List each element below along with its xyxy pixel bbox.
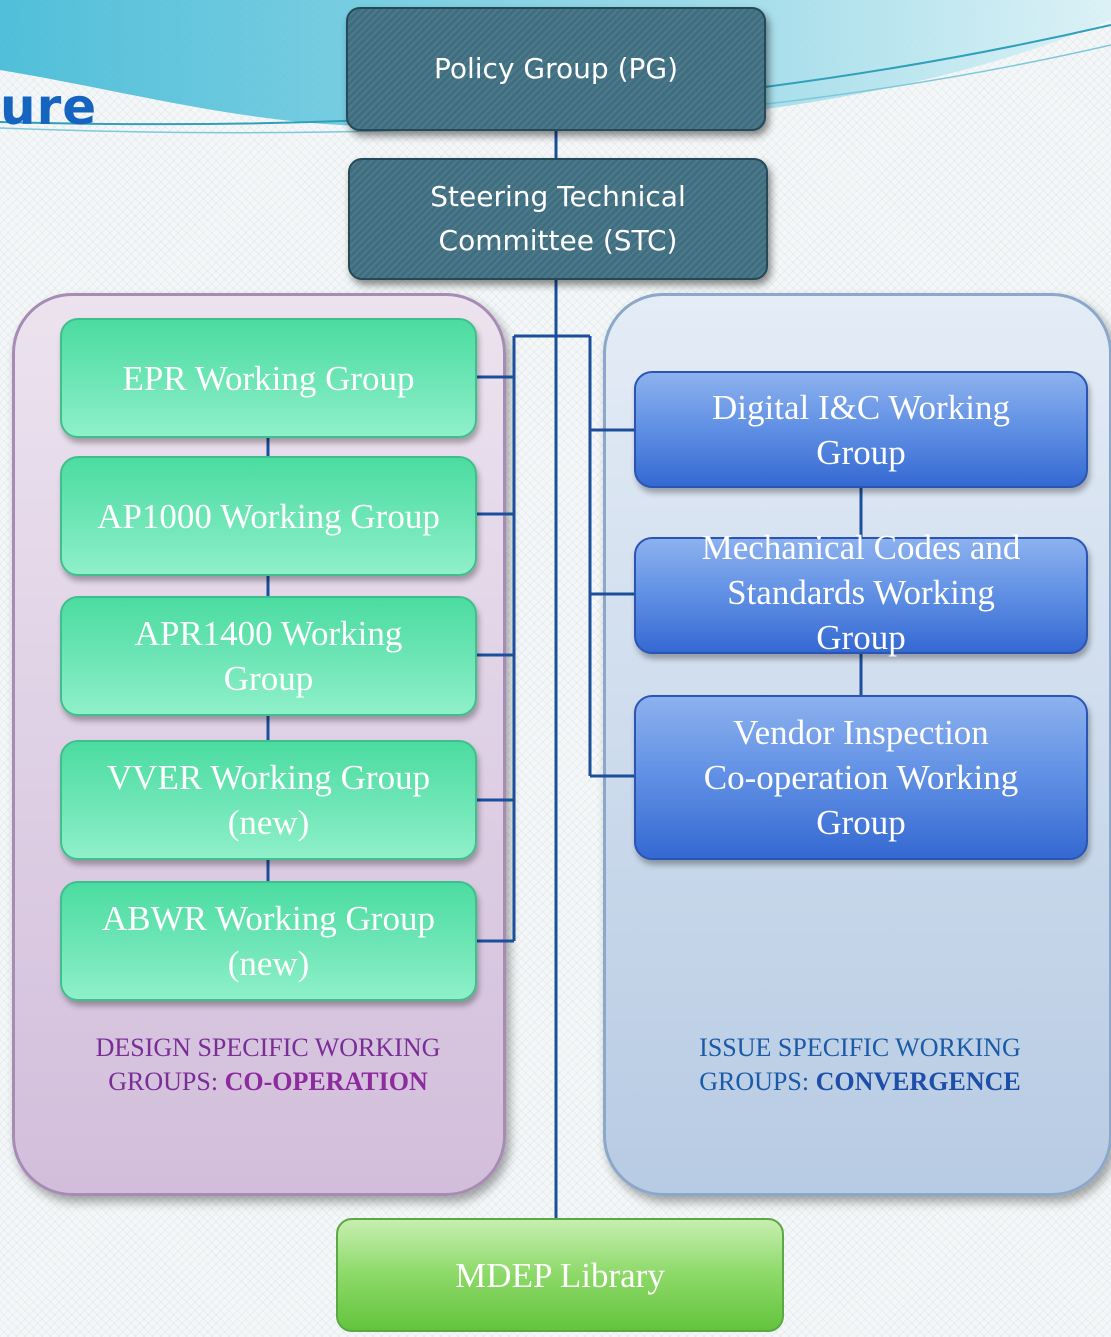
caption-line1: ISSUE SPECIFIC WORKING <box>699 1033 1021 1062</box>
mdep-library-box: MDEP Library <box>336 1218 784 1332</box>
design-group-epr: EPR Working Group <box>60 318 477 438</box>
issue-group-vendor-inspection: Vendor Inspection Co-operation Working G… <box>634 695 1088 860</box>
design-group-ap1000: AP1000 Working Group <box>60 456 477 576</box>
policy-group-label: Policy Group (PG) <box>433 52 678 85</box>
issue-group-label: Co-operation Working <box>703 758 1019 797</box>
issue-group-label: Mechanical Codes and <box>701 528 1021 567</box>
design-group-apr1400: APR1400 Working Group <box>60 596 477 716</box>
issue-group-label: Standards Working <box>727 573 995 612</box>
caption-line2: GROUPS: CO-OPERATION <box>40 1065 496 1099</box>
caption-emphasis: CO-OPERATION <box>224 1067 428 1096</box>
page-title-fragment: ure <box>0 78 98 136</box>
design-group-label: VVER Working Group <box>106 758 431 797</box>
design-group-vver: VVER Working Group (new) <box>60 740 477 860</box>
policy-group-box: Policy Group (PG) <box>346 7 766 131</box>
caption-prefix: GROUPS: <box>699 1067 816 1096</box>
issue-group-label: Digital I&C Working <box>712 387 1010 427</box>
issue-group-mechanical-codes: Mechanical Codes and Standards Working G… <box>634 528 1088 657</box>
design-group-label: (new) <box>227 944 310 983</box>
caption-emphasis: CONVERGENCE <box>815 1067 1021 1096</box>
design-group-label: AP1000 Working Group <box>97 496 440 536</box>
caption-prefix: GROUPS: <box>108 1067 225 1096</box>
caption-line1: DESIGN SPECIFIC WORKING <box>95 1033 441 1062</box>
issue-group-label: Group <box>816 618 906 657</box>
issue-group-digital-ic: Digital I&C Working Group <box>634 371 1088 488</box>
issue-group-label: Group <box>816 432 906 472</box>
mdep-library-label: MDEP Library <box>455 1255 665 1295</box>
design-group-label: APR1400 Working <box>134 614 403 653</box>
steering-committee-line2: Committee (STC) <box>438 224 678 257</box>
design-specific-caption: DESIGN SPECIFIC WORKING GROUPS: CO-OPERA… <box>40 1031 496 1099</box>
issue-group-label: Group <box>816 803 906 842</box>
caption-line2: GROUPS: CONVERGENCE <box>604 1065 1111 1099</box>
design-group-label: EPR Working Group <box>122 358 415 398</box>
design-group-label: ABWR Working Group <box>102 899 435 938</box>
design-group-label: (new) <box>227 803 310 842</box>
issue-group-label: Vendor Inspection <box>733 713 989 752</box>
issue-specific-caption: ISSUE SPECIFIC WORKING GROUPS: CONVERGEN… <box>604 1031 1111 1099</box>
steering-committee-line1: Steering Technical <box>430 180 686 213</box>
design-group-abwr: ABWR Working Group (new) <box>60 881 477 1001</box>
steering-committee-box: Steering Technical Committee (STC) <box>348 158 768 280</box>
design-group-label: Group <box>223 659 314 698</box>
